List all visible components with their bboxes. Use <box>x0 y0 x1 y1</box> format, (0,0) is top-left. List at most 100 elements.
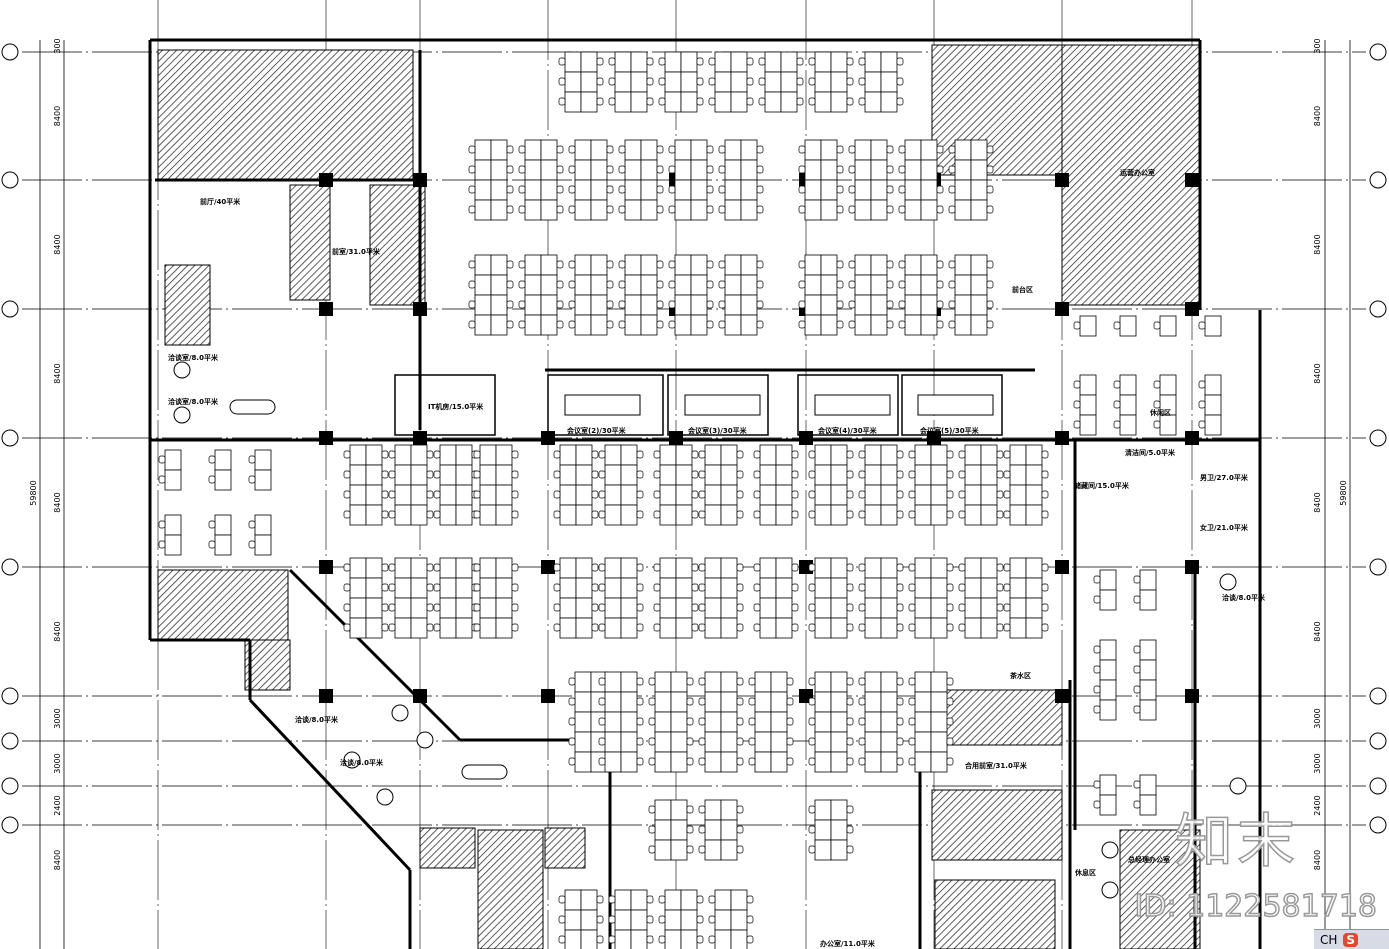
desk <box>670 839 688 861</box>
desk <box>1009 464 1027 486</box>
desk <box>804 314 822 336</box>
desk <box>704 839 722 861</box>
desk <box>730 929 748 949</box>
chair <box>691 603 699 612</box>
chair <box>656 280 664 289</box>
chair <box>426 510 434 519</box>
structural-column <box>1185 173 1199 187</box>
chair <box>568 145 576 154</box>
desk <box>720 819 738 841</box>
desk <box>854 274 872 296</box>
desk <box>675 444 693 466</box>
chair <box>208 475 216 484</box>
meeting-room <box>901 374 1003 436</box>
chair <box>656 205 664 214</box>
desk <box>1139 699 1157 721</box>
chair <box>858 510 866 519</box>
desk <box>830 819 848 841</box>
desk <box>664 889 682 911</box>
desk <box>904 314 922 336</box>
desk <box>654 751 672 773</box>
desk <box>814 504 832 526</box>
chair <box>958 450 966 459</box>
chair <box>558 895 566 904</box>
desk <box>914 751 932 773</box>
desk <box>930 711 948 733</box>
chair <box>836 145 844 154</box>
chair <box>636 490 644 499</box>
chair <box>948 185 956 194</box>
desk <box>1009 577 1027 599</box>
chair <box>696 57 704 66</box>
chair <box>248 540 256 549</box>
chair <box>426 623 434 632</box>
chair <box>598 490 606 499</box>
desk <box>814 731 832 753</box>
desk <box>754 691 772 713</box>
desk <box>564 51 582 73</box>
chair <box>846 697 854 706</box>
desk <box>559 577 577 599</box>
desk <box>904 159 922 181</box>
desk <box>640 199 658 221</box>
chair <box>846 845 854 854</box>
chair <box>591 583 599 592</box>
language-indicator[interactable]: CH <box>1320 932 1338 947</box>
chair <box>996 450 1004 459</box>
chair <box>796 77 804 86</box>
desk <box>640 314 658 336</box>
chair <box>808 470 816 479</box>
chair <box>718 300 726 309</box>
desk <box>1139 569 1157 591</box>
chair <box>568 185 576 194</box>
desk <box>930 444 948 466</box>
chair <box>948 280 956 289</box>
desk <box>410 597 428 619</box>
ime-taskbar[interactable]: CH S <box>1314 929 1389 949</box>
desk <box>930 597 948 619</box>
desk <box>704 577 722 599</box>
chair <box>158 455 166 464</box>
desk <box>670 751 688 773</box>
desk <box>804 294 822 316</box>
chair <box>858 77 866 86</box>
chair <box>706 205 714 214</box>
chair <box>736 450 744 459</box>
axis-bubble <box>1 300 19 318</box>
chair <box>426 563 434 572</box>
desk <box>659 577 677 599</box>
chair <box>896 737 904 746</box>
desk <box>914 671 932 693</box>
chair <box>936 320 944 329</box>
desk <box>574 254 592 276</box>
structural-column <box>669 431 683 445</box>
desk <box>675 557 693 579</box>
room-label-pantry: 茶水区 <box>1009 671 1031 680</box>
desk <box>814 464 832 486</box>
sogou-ime-icon[interactable]: S <box>1343 932 1359 947</box>
structural-column <box>413 302 427 316</box>
desk <box>870 294 888 316</box>
sofa-table <box>229 399 276 415</box>
desk <box>439 484 457 506</box>
chair <box>896 717 904 726</box>
chair <box>636 737 644 746</box>
chair <box>473 450 481 459</box>
hatched-core <box>931 44 1063 176</box>
desk <box>980 464 998 486</box>
desk <box>870 139 888 161</box>
chair <box>648 717 656 726</box>
desk <box>674 314 692 336</box>
chair <box>706 300 714 309</box>
desk <box>394 464 412 486</box>
desk <box>654 671 672 693</box>
chair <box>756 165 764 174</box>
chair <box>653 583 661 592</box>
dimension-label: 8400 <box>1313 492 1322 512</box>
desk <box>830 504 848 526</box>
desk <box>349 504 367 526</box>
desk <box>439 597 457 619</box>
chair <box>696 915 704 924</box>
chair <box>636 563 644 572</box>
chair <box>908 583 916 592</box>
